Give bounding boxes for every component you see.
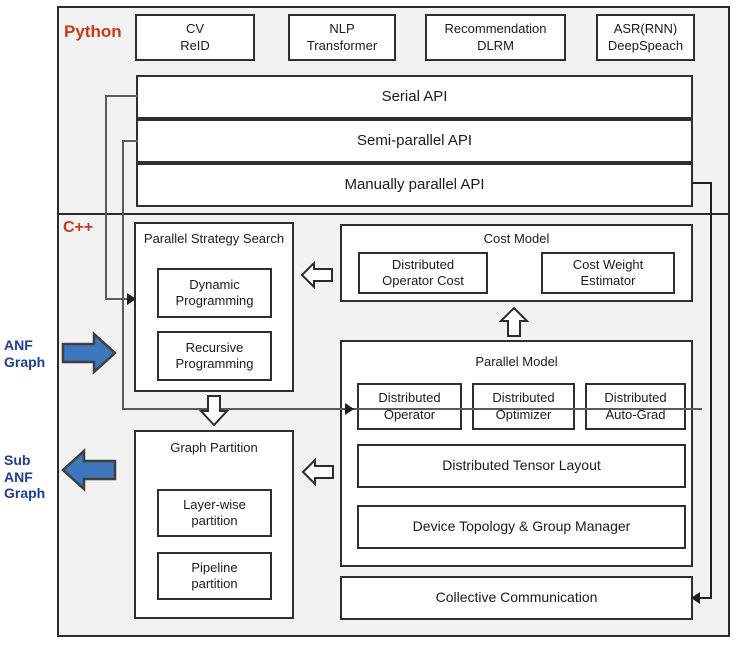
label-sub-anf-graph-line1: Sub xyxy=(4,452,31,468)
parallel-strategy-search-title: Parallel Strategy Search xyxy=(143,231,285,246)
blue-arrow-input-anf-graph xyxy=(60,330,118,376)
distributed-optimizer-line1: Distributed xyxy=(492,390,555,406)
app-cv-line1: CV xyxy=(185,21,205,37)
distributed-operator-cost-box[interactable]: Distributed Operator Cost xyxy=(358,252,488,294)
app-asr-line2: DeepSpeach xyxy=(607,37,684,53)
arrowhead-into-collective-communication xyxy=(691,592,700,604)
hollow-arrow-left-cost-model-to-search xyxy=(300,258,334,292)
label-sub-anf-graph-line2: ANF xyxy=(4,468,33,485)
parallel-model-title: Parallel Model xyxy=(475,354,558,369)
label-anf-graph: ANF Graph xyxy=(4,337,45,370)
api-bar-semi-parallel[interactable]: Semi-parallel API xyxy=(136,119,693,163)
distributed-auto-grad-line2: Auto-Grad xyxy=(605,406,666,422)
device-topology-group-manager-box[interactable]: Device Topology & Group Manager xyxy=(357,505,686,549)
graph-partition-title: Graph Partition xyxy=(170,440,258,455)
connector-semi-api-h2 xyxy=(122,408,702,410)
hollow-arrow-down-search-to-graph-partition xyxy=(197,393,231,427)
python-section-label: Python xyxy=(64,22,122,41)
label-anf-graph-line1: ANF xyxy=(4,337,33,353)
cost-weight-estimator-line1: Cost Weight xyxy=(572,256,644,272)
connector-manual-api-v xyxy=(710,182,712,598)
dynamic-programming-line2: Programming xyxy=(175,293,254,308)
recursive-programming-line1: Recursive xyxy=(185,339,244,355)
distributed-optimizer-line2: Optimizer xyxy=(495,406,552,422)
app-asr-line1: ASR(RNN) xyxy=(613,21,678,37)
distributed-operator-cost-line1: Distributed xyxy=(391,256,455,272)
pipeline-partition-box[interactable]: Pipeline partition xyxy=(157,552,272,600)
pipeline-partition-line1: Pipeline xyxy=(191,559,238,575)
app-box-nlp[interactable]: NLP Transformer xyxy=(288,14,396,61)
connector-serial-api-v xyxy=(105,95,107,300)
app-nlp-line2: Transformer xyxy=(306,37,378,53)
layer-wise-partition-line2: partition xyxy=(191,513,238,528)
blue-arrow-output-sub-anf-graph xyxy=(60,447,118,493)
dynamic-programming-box[interactable]: Dynamic Programming xyxy=(157,268,272,318)
app-box-asr[interactable]: ASR(RNN) DeepSpeach xyxy=(596,14,695,61)
distributed-auto-grad-box[interactable]: Distributed Auto-Grad xyxy=(585,383,686,430)
connector-manual-api-h1 xyxy=(693,182,712,184)
app-box-recommendation[interactable]: Recommendation DLRM xyxy=(425,14,566,61)
distributed-operator-cost-line2: Operator Cost xyxy=(382,273,464,288)
cost-weight-estimator-box[interactable]: Cost Weight Estimator xyxy=(541,252,675,294)
distributed-operator-line1: Distributed xyxy=(378,390,441,406)
app-cv-line2: ReID xyxy=(180,37,210,53)
distributed-optimizer-box[interactable]: Distributed Optimizer xyxy=(472,383,575,430)
cpp-section-label: C++ xyxy=(63,219,94,236)
distributed-auto-grad-line1: Distributed xyxy=(604,390,667,406)
cost-model-title: Cost Model xyxy=(483,231,550,246)
layer-wise-partition-line1: Layer-wise xyxy=(183,496,246,512)
app-box-cv[interactable]: CV ReID xyxy=(135,14,255,61)
connector-serial-api-h2 xyxy=(105,298,133,300)
connector-semi-api-h1 xyxy=(122,140,138,142)
collective-communication-box[interactable]: Collective Communication xyxy=(340,576,693,620)
hollow-arrow-left-parallel-model-to-graph-partition xyxy=(301,455,335,489)
label-sub-anf-graph: Sub ANF Graph xyxy=(4,452,45,502)
dynamic-programming-line1: Dynamic xyxy=(189,276,240,292)
layer-wise-partition-box[interactable]: Layer-wise partition xyxy=(157,489,272,537)
hollow-arrow-up-parallel-model-to-cost-model xyxy=(498,306,530,338)
api-bar-manually-parallel[interactable]: Manually parallel API xyxy=(136,163,693,207)
app-rec-line1: Recommendation xyxy=(444,21,547,37)
connector-manual-api-h2 xyxy=(700,597,712,599)
label-sub-anf-graph-line3: Graph xyxy=(4,485,46,502)
api-bar-serial[interactable]: Serial API xyxy=(136,75,693,119)
connector-semi-api-v xyxy=(122,140,124,410)
cost-weight-estimator-line2: Estimator xyxy=(580,273,636,288)
pipeline-partition-line2: partition xyxy=(191,576,238,591)
recursive-programming-line2: Programming xyxy=(175,356,254,371)
app-nlp-line1: NLP xyxy=(329,21,355,37)
distributed-tensor-layout-box[interactable]: Distributed Tensor Layout xyxy=(357,444,686,488)
arrowhead-into-parallel-strategy-search xyxy=(127,293,136,305)
distributed-operator-box[interactable]: Distributed Operator xyxy=(357,383,462,430)
app-rec-line2: DLRM xyxy=(477,37,514,53)
connector-serial-api-h1 xyxy=(105,95,138,97)
label-anf-graph-line2: Graph xyxy=(4,353,46,370)
recursive-programming-box[interactable]: Recursive Programming xyxy=(157,331,272,381)
arrowhead-into-distributed-operator xyxy=(345,403,354,415)
distributed-operator-line2: Operator xyxy=(383,406,436,422)
